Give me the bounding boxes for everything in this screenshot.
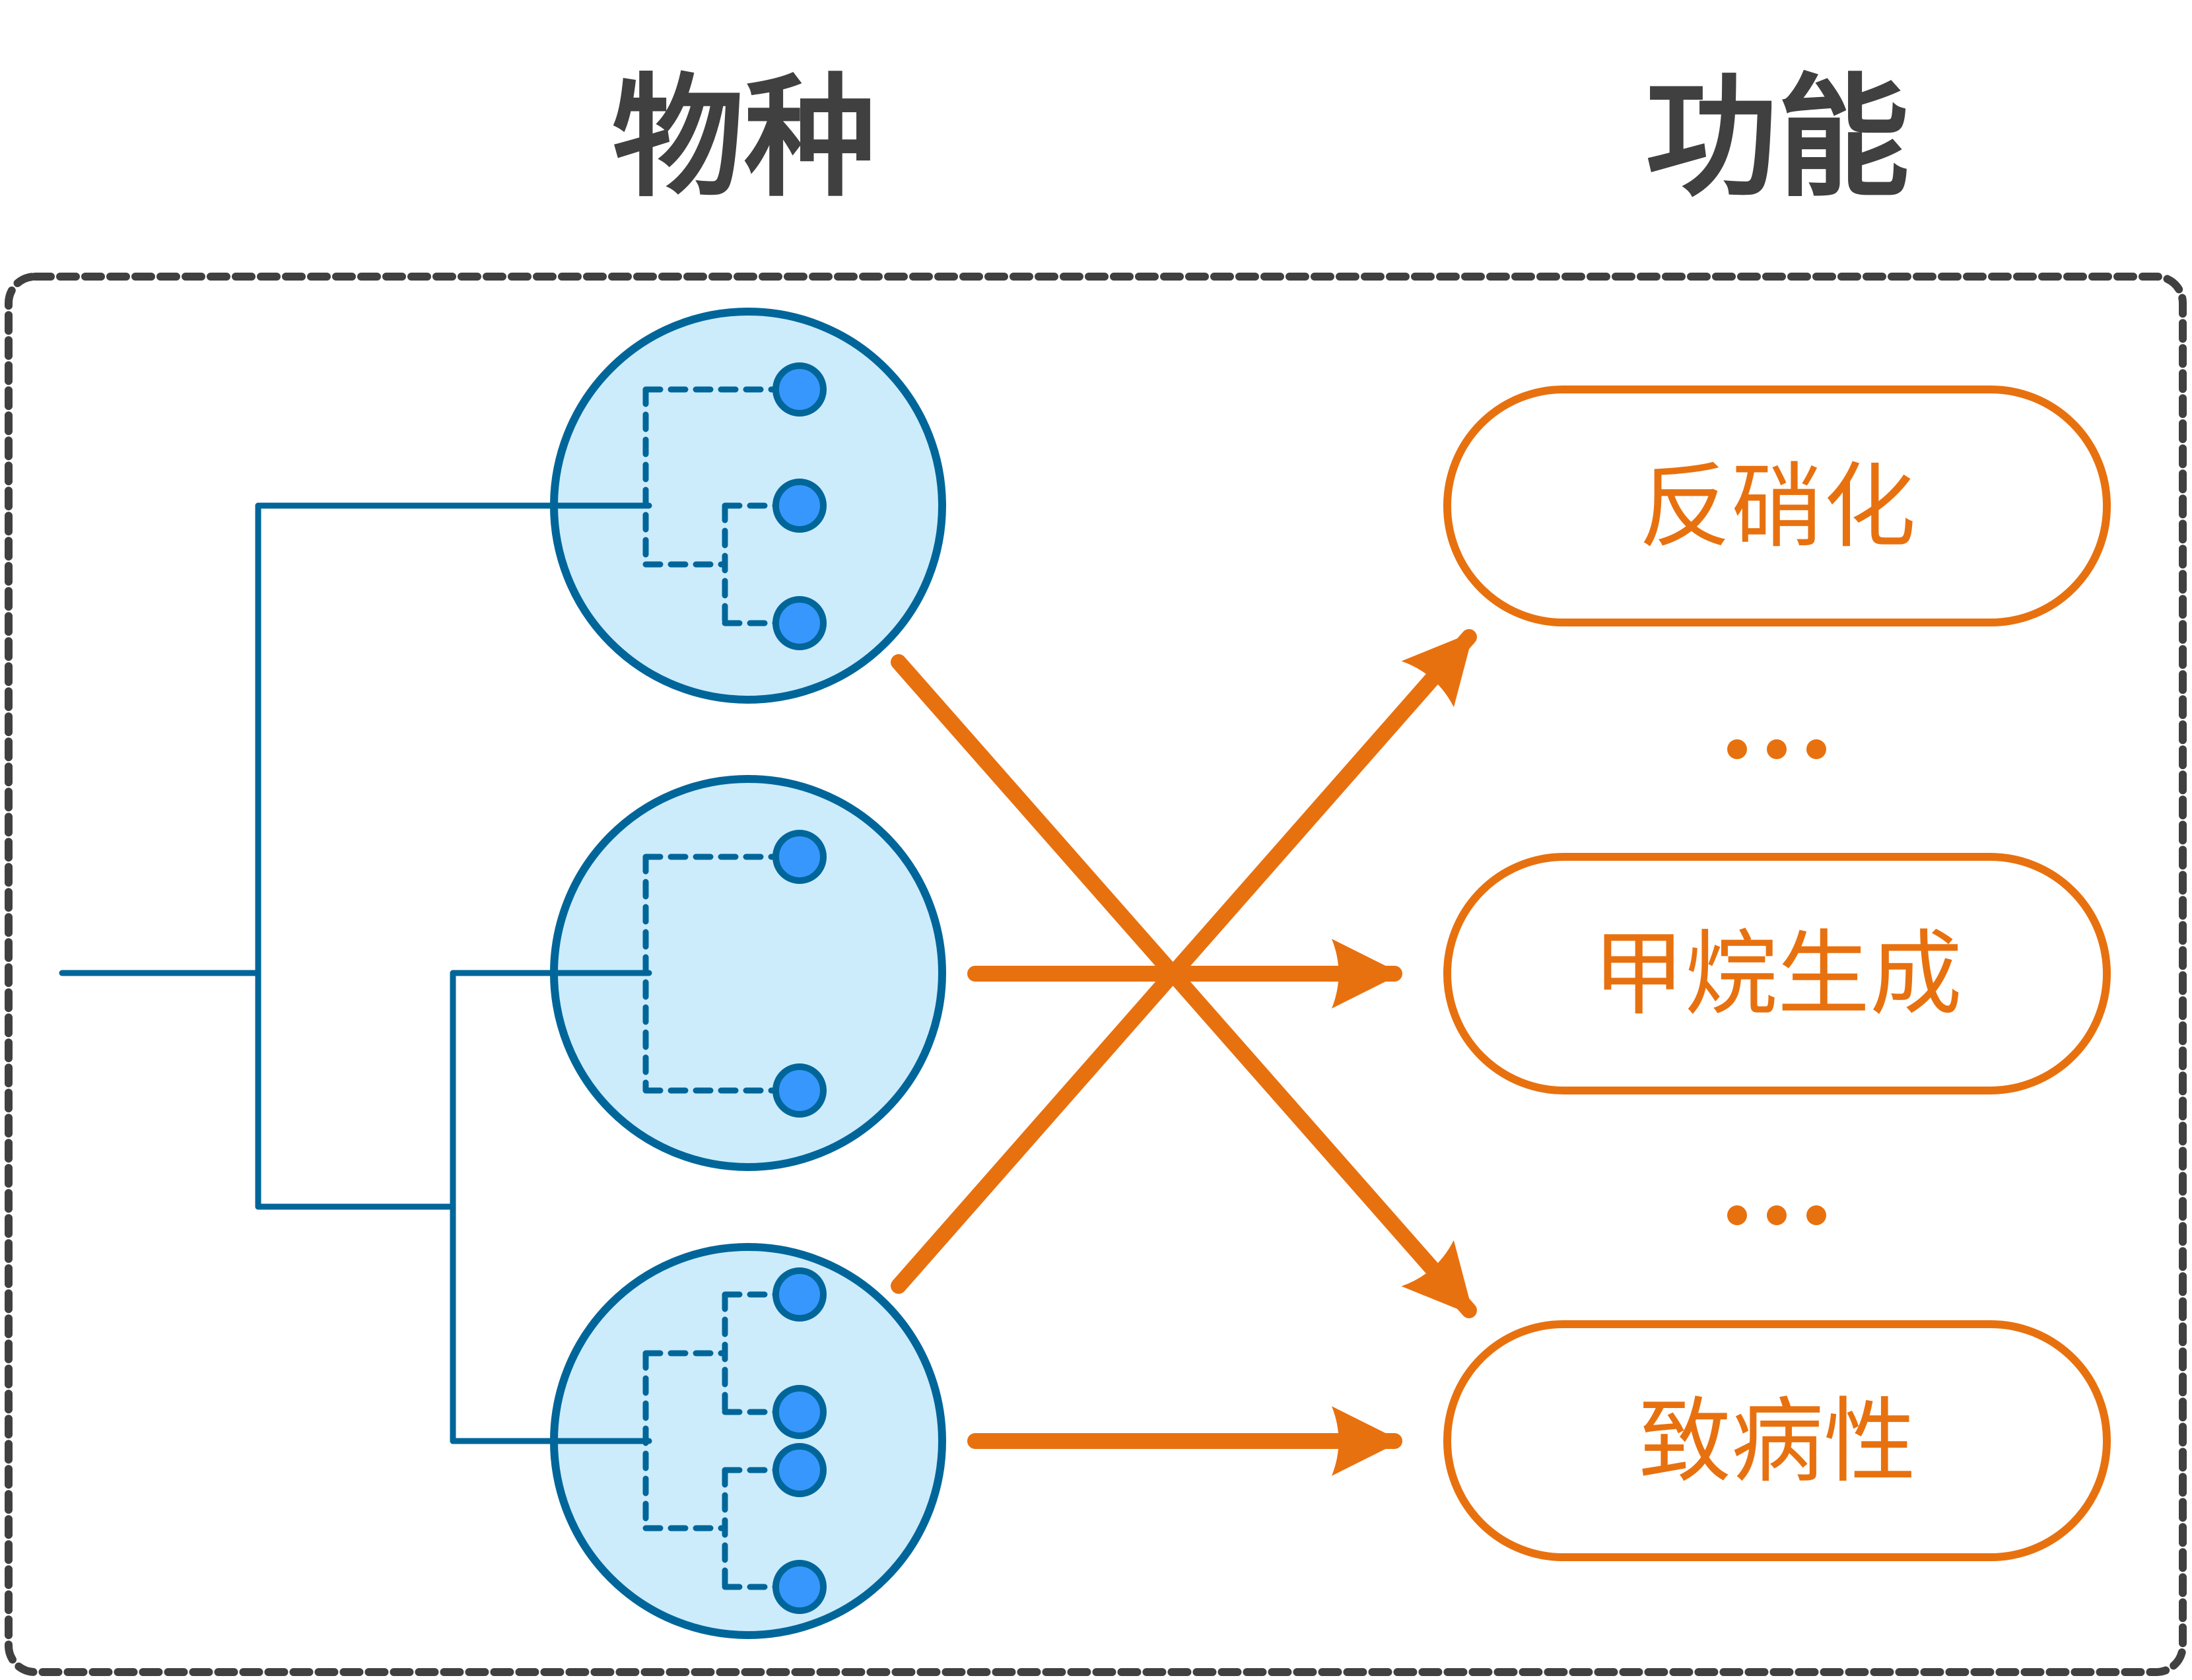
- ellipsis-2: [1727, 1205, 1826, 1225]
- ellipsis-dot: [1727, 739, 1747, 759]
- clade-circle-1[interactable]: [255, 308, 946, 704]
- function-header: 功能: [1645, 61, 1909, 215]
- ellipsis-1: [1727, 739, 1826, 759]
- ellipsis-dot: [1767, 1205, 1787, 1225]
- function-pill-methanogenesis[interactable]: 甲烷生成: [1443, 853, 2111, 1094]
- ellipsis-dot: [1727, 1205, 1747, 1225]
- dashed-frame: [5, 273, 2187, 1676]
- leaf-node: [772, 1385, 827, 1439]
- ellipsis-dot: [1806, 1205, 1826, 1225]
- ellipsis-dot: [1767, 739, 1787, 759]
- leaf-node: [772, 1267, 827, 1322]
- leaf-node: [772, 479, 827, 533]
- arrow-clade3-to-denitrification: [891, 629, 1477, 1294]
- phylogenetic-tree: [59, 502, 456, 1444]
- clade-circle-2[interactable]: [450, 775, 946, 1171]
- function-label: 甲烷生成: [1593, 921, 1962, 1028]
- leaf-node: [772, 1063, 827, 1118]
- leaf-node: [772, 1443, 827, 1497]
- clade-3-subtree: [642, 1291, 779, 1590]
- pill-border: [1443, 853, 2111, 1094]
- species-header: 物种: [612, 61, 876, 215]
- ellipsis-dot: [1806, 739, 1826, 759]
- mapping-arrows: [891, 629, 1477, 1476]
- function-label: 致病性: [1639, 1388, 1916, 1496]
- function-label: 反硝化: [1639, 454, 1916, 561]
- pill-border: [1443, 1320, 2111, 1561]
- clade-2-subtree: [642, 854, 779, 1094]
- function-pill-pathogenicity[interactable]: 致病性: [1443, 1320, 2111, 1561]
- pill-border: [1443, 386, 2111, 626]
- leaf-node: [772, 830, 827, 884]
- function-pill-denitrification[interactable]: 反硝化: [1443, 386, 2111, 626]
- leaf-node: [772, 362, 827, 417]
- leaf-node: [772, 596, 827, 650]
- clade-circle-3[interactable]: [450, 1243, 946, 1639]
- leaf-node: [772, 1560, 827, 1614]
- clade-1-subtree: [642, 386, 779, 626]
- arrow-clade1-to-pathogenicity: [891, 654, 1477, 1318]
